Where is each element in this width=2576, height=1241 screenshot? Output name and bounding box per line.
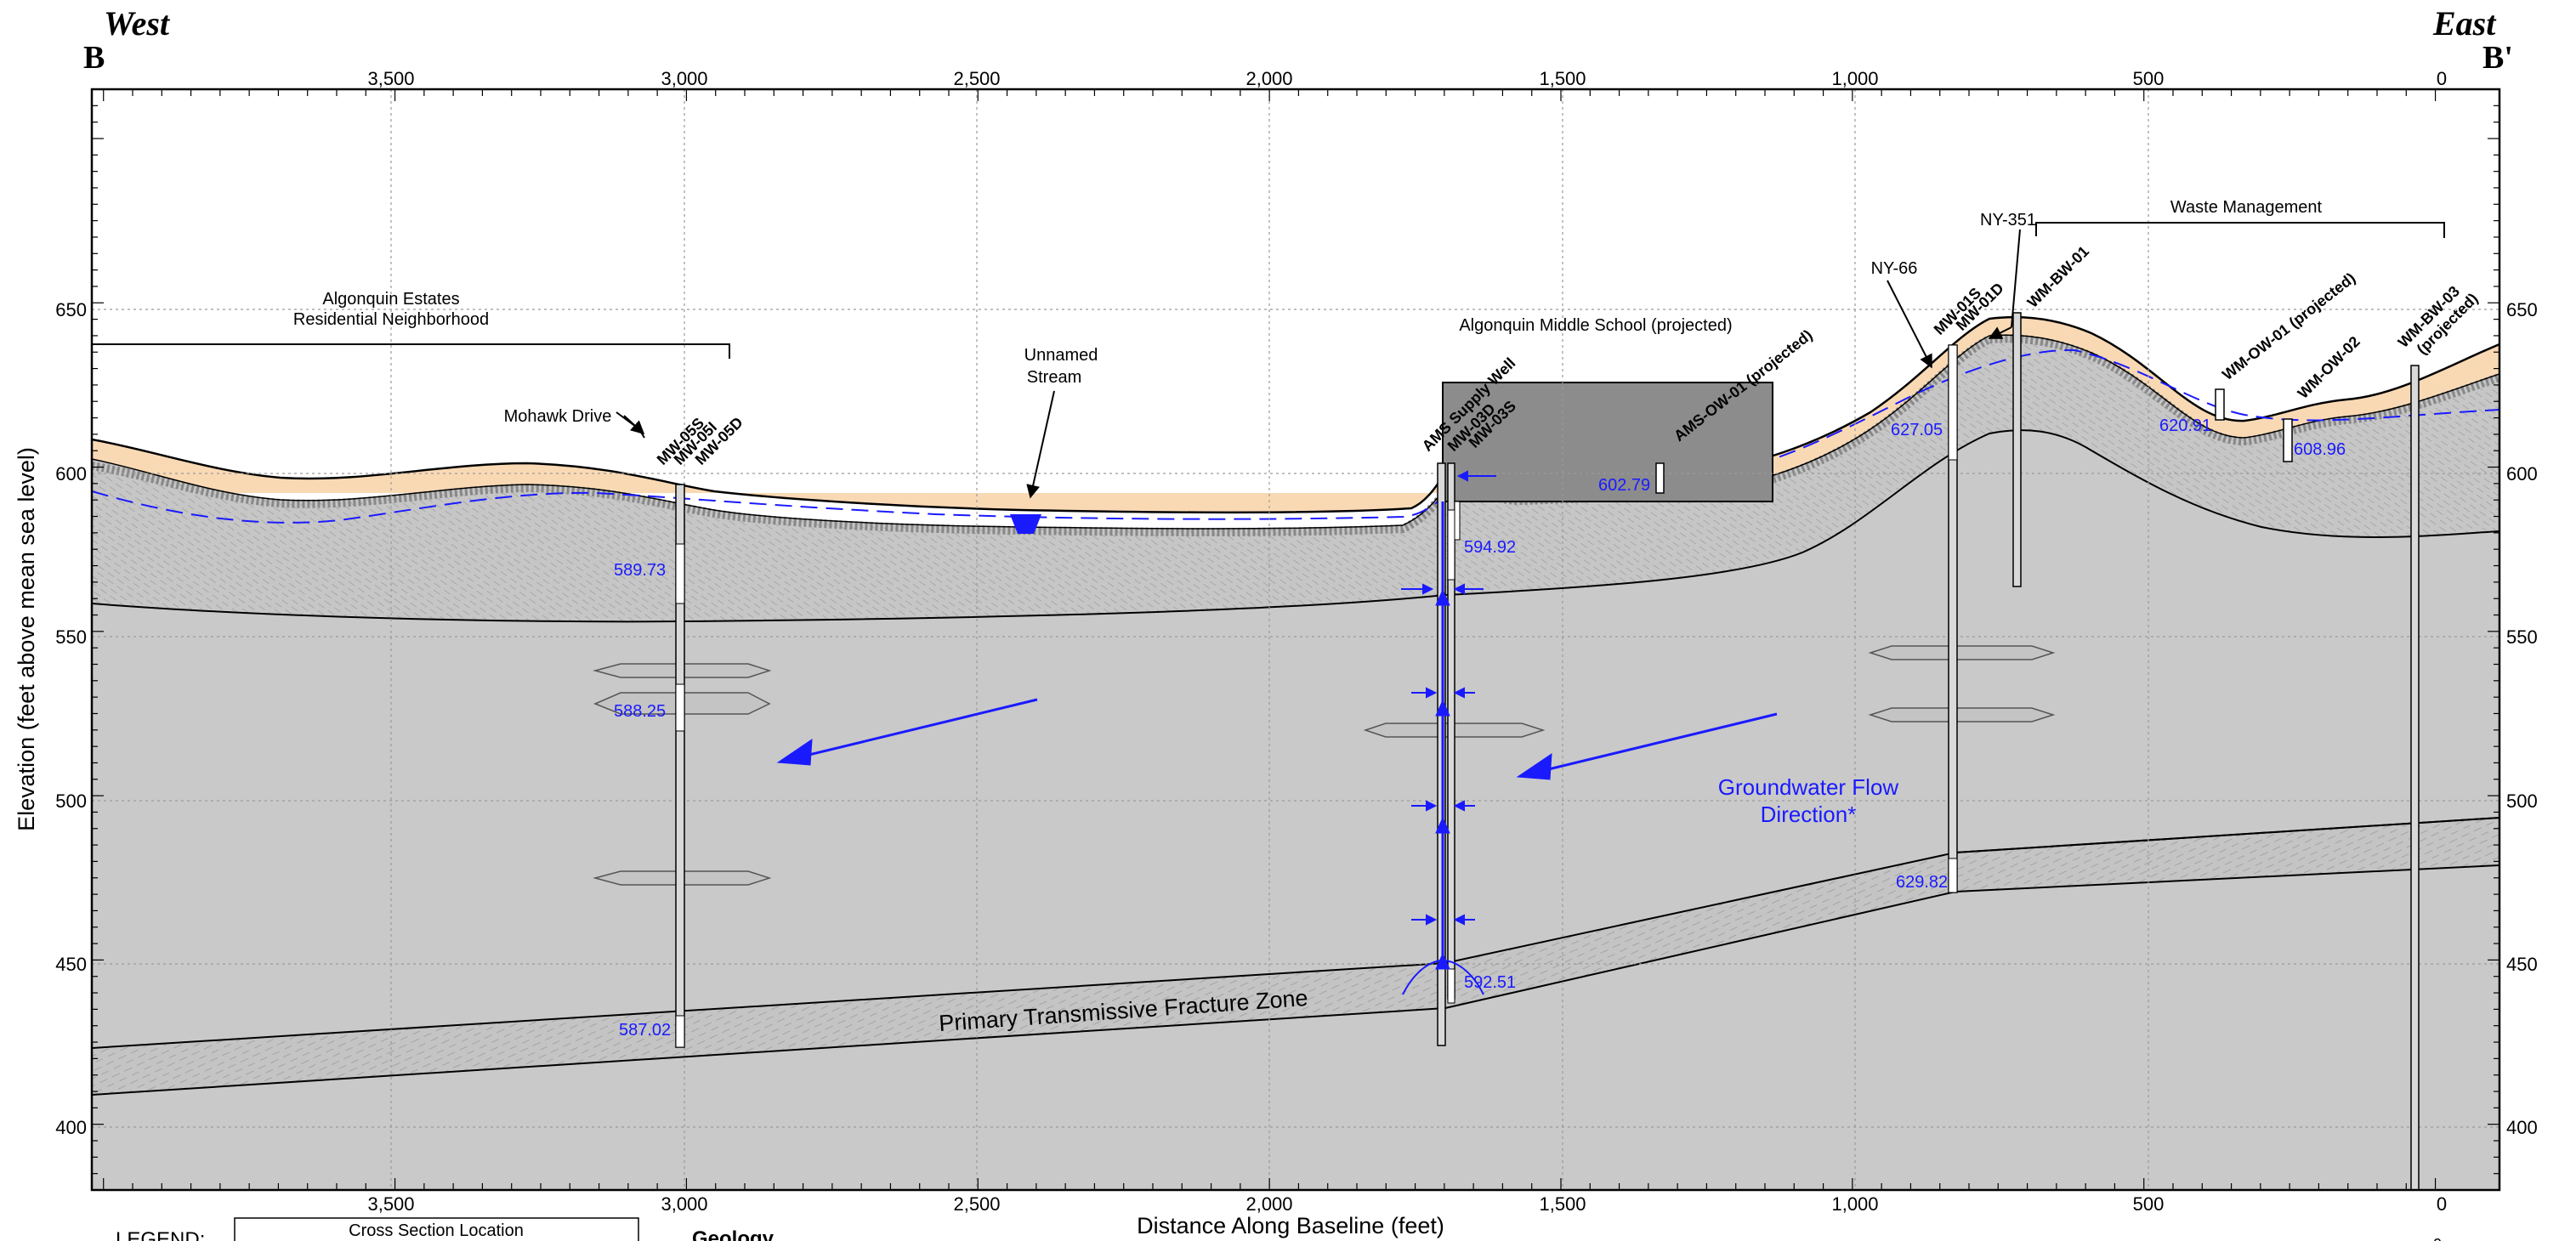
water-level-value: 608.96: [2294, 440, 2346, 459]
water-table-line: [92, 348, 2499, 524]
y-tick-left: 600: [55, 463, 87, 484]
ny351-label: NY-351: [1980, 211, 2036, 230]
school-building: [1442, 382, 1773, 502]
waste-management-label: Waste Management: [2170, 198, 2323, 217]
x-tick-top: 1,500: [1539, 68, 1586, 89]
well-wm-ow02: [2283, 418, 2293, 462]
x-tick-bottom: 3,500: [367, 1193, 414, 1215]
water-level-value: 592.51: [1464, 973, 1516, 992]
well-wm-ow01: [2215, 388, 2225, 421]
y-tick-left: 650: [55, 299, 87, 320]
y-tick-right: 500: [2506, 790, 2538, 812]
axis-ticks: [92, 88, 2499, 1191]
geology-layers: [92, 315, 2499, 1190]
y-tick-right: 600: [2506, 463, 2538, 484]
x-tick-bottom: 1,000: [1831, 1193, 1878, 1215]
section-right-label: B': [2482, 40, 2513, 76]
school-label: Algonquin Middle School (projected): [1459, 316, 1732, 335]
till-band: [92, 334, 2499, 536]
water-level-value: 627.05: [1891, 421, 1943, 439]
stream-label-line1: Unnamed: [1024, 346, 1098, 365]
well-wm-bw03: [2410, 365, 2420, 1191]
x-tick-bottom: 1,500: [1539, 1193, 1586, 1215]
x-tick-top: 500: [2133, 68, 2165, 89]
x-tick-top: 3,500: [367, 68, 414, 89]
ny66-label: NY-66: [1871, 259, 1918, 278]
y-tick-left: 450: [55, 954, 87, 975]
x-tick-top: 2,000: [1245, 68, 1292, 89]
y-tick-right: 650: [2506, 299, 2538, 320]
west-heading: West: [104, 4, 171, 42]
water-level-value: 588.25: [614, 702, 666, 721]
y-tick-left: 500: [55, 790, 87, 812]
x-axis-title: Distance Along Baseline (feet): [1137, 1213, 1444, 1238]
leaders: [92, 222, 2445, 499]
flow-direction-line1: Groundwater Flow: [1718, 774, 1899, 800]
water-level-value: 587.02: [619, 1021, 671, 1040]
flow-direction-line2: Direction*: [1761, 802, 1857, 827]
x-tick-top: 0: [2437, 68, 2447, 89]
stream-water: [1010, 514, 1041, 534]
bedrock-lower-contact: [1955, 817, 2499, 853]
legend-cross-section-box: [234, 1217, 639, 1241]
well-label-wm-ow02: WM-OW-02: [2295, 333, 2363, 402]
fracture-lenses: [593, 645, 2056, 886]
legend-geology-heading: Geology: [692, 1227, 775, 1241]
flow-arrows: [776, 470, 1778, 995]
well-mw05: [675, 484, 685, 1048]
mohawk-drive-label: Mohawk Drive: [504, 407, 612, 426]
water-level-value: 620.91: [2159, 416, 2211, 435]
neighborhood-label-line2: Residential Neighborhood: [293, 310, 489, 329]
legend-title: LEGEND:: [116, 1228, 205, 1241]
water-level-value: 629.82: [1896, 873, 1948, 892]
legend-partial-glyph: 0: [2433, 1236, 2442, 1241]
well-wm-bw01: [2012, 312, 2022, 587]
east-heading: East: [2432, 4, 2497, 42]
plot-frame: [90, 88, 2501, 1192]
fracture-zone-band: [92, 816, 2499, 1096]
x-tick-top: 1,000: [1831, 68, 1878, 89]
x-tick-bottom: 3,000: [661, 1193, 707, 1215]
y-tick-right: 400: [2506, 1117, 2538, 1138]
x-tick-bottom: 2,500: [953, 1193, 1000, 1215]
y-tick-right: 450: [2506, 954, 2538, 975]
y-axis-title: Elevation (feet above mean sea level): [14, 447, 39, 831]
neighborhood-label-line1: Algonquin Estates: [322, 290, 459, 309]
x-tick-bottom: 500: [2133, 1193, 2165, 1215]
stream-label-line2: Stream: [1027, 368, 1081, 387]
legend-cross-section-label: Cross Section Location: [349, 1221, 524, 1240]
water-level-value: 589.73: [614, 561, 666, 580]
well-mw01: [1948, 344, 1958, 893]
water-level-value: 602.79: [1598, 476, 1650, 495]
bedrock-contact-line: [92, 429, 2499, 623]
x-tick-top: 3,000: [661, 68, 707, 89]
water-level-value: 594.92: [1464, 538, 1516, 557]
section-left-label: B: [83, 40, 105, 76]
x-tick-top: 2,500: [953, 68, 1000, 89]
x-tick-bottom: 2,000: [1245, 1193, 1292, 1215]
legend: LEGEND: Cross Section Location Geology 0: [116, 1217, 2442, 1241]
competent-bedrock: [92, 430, 2499, 1190]
y-tick-left: 550: [55, 626, 87, 648]
x-tick-bottom: 0: [2437, 1193, 2447, 1215]
well-label-wm-bw01: WM-BW-01: [2024, 242, 2092, 310]
y-tick-left: 400: [55, 1117, 87, 1138]
well-ams-ow01: [1655, 462, 1665, 494]
y-tick-right: 550: [2506, 626, 2538, 648]
